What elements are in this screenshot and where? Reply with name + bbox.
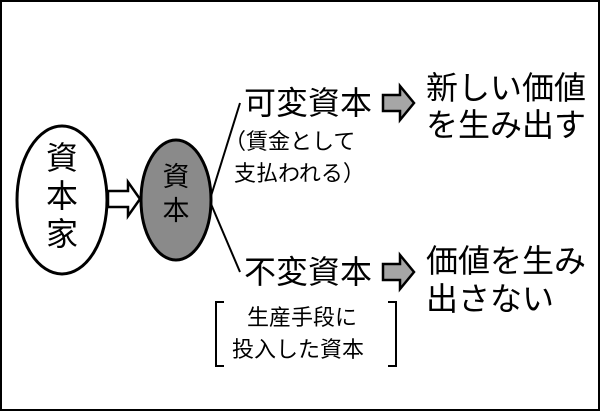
capital-label: 資 本 bbox=[161, 164, 191, 232]
capital-char: 本 bbox=[162, 196, 190, 227]
variable-capital-note-line2: 支払われる） bbox=[234, 162, 365, 187]
hollow-right-arrow-icon bbox=[106, 178, 142, 220]
constant-capital-note-line2: 投入した資本 bbox=[232, 338, 365, 363]
capitalist-char: 家 bbox=[45, 215, 78, 253]
variable-capital-title: 可変資本 bbox=[244, 84, 373, 122]
constant-capital-note-line1: 生産手段に bbox=[247, 306, 358, 331]
capitalist-char: 本 bbox=[45, 177, 78, 215]
constant-result-line2: 出さない bbox=[426, 280, 555, 318]
branch-line-variable bbox=[210, 102, 241, 197]
right-bracket bbox=[388, 301, 397, 367]
capital-char: 資 bbox=[162, 162, 190, 193]
capital-ellipse bbox=[139, 138, 213, 262]
branch-line-constant bbox=[210, 203, 241, 273]
variable-result-line1: 新しい価値 bbox=[426, 69, 587, 107]
capitalist-char: 資 bbox=[45, 139, 78, 177]
variable-result-line2: を生み出す bbox=[426, 106, 587, 144]
constant-capital-title: 不変資本 bbox=[244, 253, 373, 291]
left-bracket bbox=[215, 301, 224, 367]
constant-result-line1: 価値を生み bbox=[426, 242, 587, 280]
gray-block-arrow-icon bbox=[381, 251, 416, 293]
variable-capital-note-line1: （賃金として bbox=[224, 130, 356, 155]
capitalist-label: 資 本 家 bbox=[44, 142, 80, 256]
gray-block-arrow-icon bbox=[381, 82, 416, 124]
